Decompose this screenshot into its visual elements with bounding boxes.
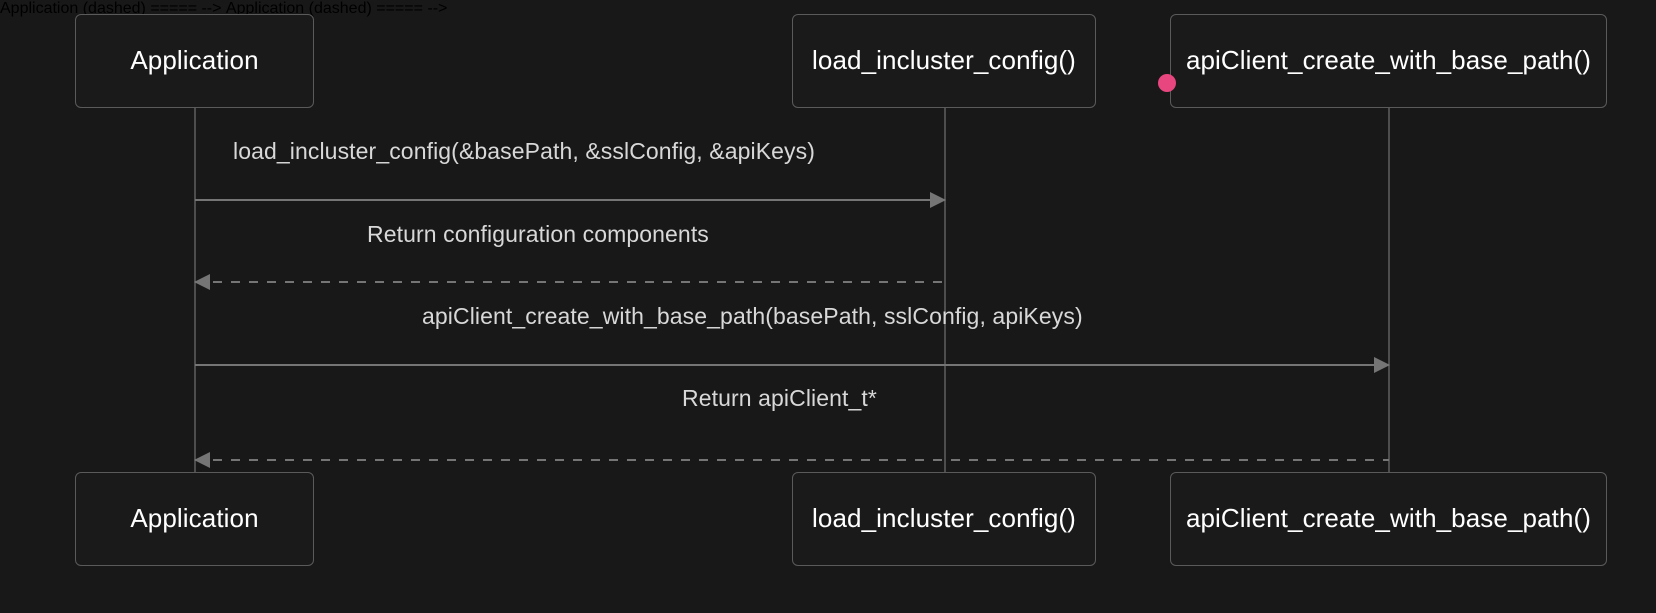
participant-box-api-client-create-bottom[interactable]: apiClient_create_with_base_path() <box>1170 472 1607 566</box>
participant-box-load-incluster-config-top[interactable]: load_incluster_config() <box>792 14 1096 108</box>
participant-box-load-incluster-config-bottom[interactable]: load_incluster_config() <box>792 472 1096 566</box>
message-label-2: Return configuration components <box>367 221 709 247</box>
participant-box-api-client-create-top[interactable]: apiClient_create_with_base_path() <box>1170 14 1607 108</box>
participant-label-load-incluster-config-top: load_incluster_config() <box>812 45 1076 76</box>
message-label-4: Return apiClient_t* <box>682 385 877 411</box>
arrowhead-left-icon-2 <box>194 274 210 290</box>
participant-label-load-incluster-config-bottom: load_incluster_config() <box>812 503 1076 534</box>
lifeline-application <box>194 108 196 472</box>
activation-marker-dot <box>1158 74 1176 92</box>
participant-box-application-top[interactable]: Application <box>75 14 314 108</box>
participant-label-api-client-create-bottom: apiClient_create_with_base_path() <box>1185 503 1592 534</box>
participant-label-application-top: Application <box>130 45 259 76</box>
message-arrow-1 <box>195 192 946 208</box>
arrowhead-right-icon-1 <box>930 192 946 208</box>
arrowhead-left-icon-4 <box>194 452 210 468</box>
message-arrow-3 <box>195 357 1390 373</box>
message-arrow-2 <box>194 274 945 290</box>
message-label-3: apiClient_create_with_base_path(basePath… <box>422 303 1083 329</box>
lifeline-api-client-create <box>1388 108 1390 472</box>
participant-box-application-bottom[interactable]: Application <box>75 472 314 566</box>
message-label-1: load_incluster_config(&basePath, &sslCon… <box>233 138 815 164</box>
arrowhead-right-icon-3 <box>1374 357 1390 373</box>
message-arrow-4 <box>194 452 1389 468</box>
lifeline-load-incluster-config <box>944 108 946 472</box>
participant-label-api-client-create-top: apiClient_create_with_base_path() <box>1185 45 1592 76</box>
participant-label-application-bottom: Application <box>130 503 259 534</box>
